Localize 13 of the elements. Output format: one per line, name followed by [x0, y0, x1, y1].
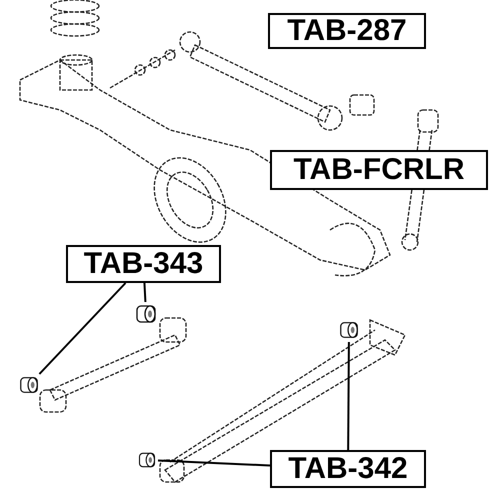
leader-line — [143, 282, 146, 302]
part-number: TAB-342 — [288, 454, 408, 484]
leader-line — [347, 342, 350, 450]
part-number-box — [270, 150, 488, 190]
part-number: TAB-343 — [84, 249, 204, 279]
leader-line — [158, 460, 270, 466]
part-number: TAB-FCRLR — [293, 155, 465, 185]
leader-line — [38, 282, 126, 375]
part-number: TAB-287 — [287, 16, 407, 46]
part-number-box — [270, 450, 426, 488]
part-number-box — [66, 245, 221, 283]
bushing — [136, 450, 158, 470]
part-number-box — [268, 13, 426, 49]
